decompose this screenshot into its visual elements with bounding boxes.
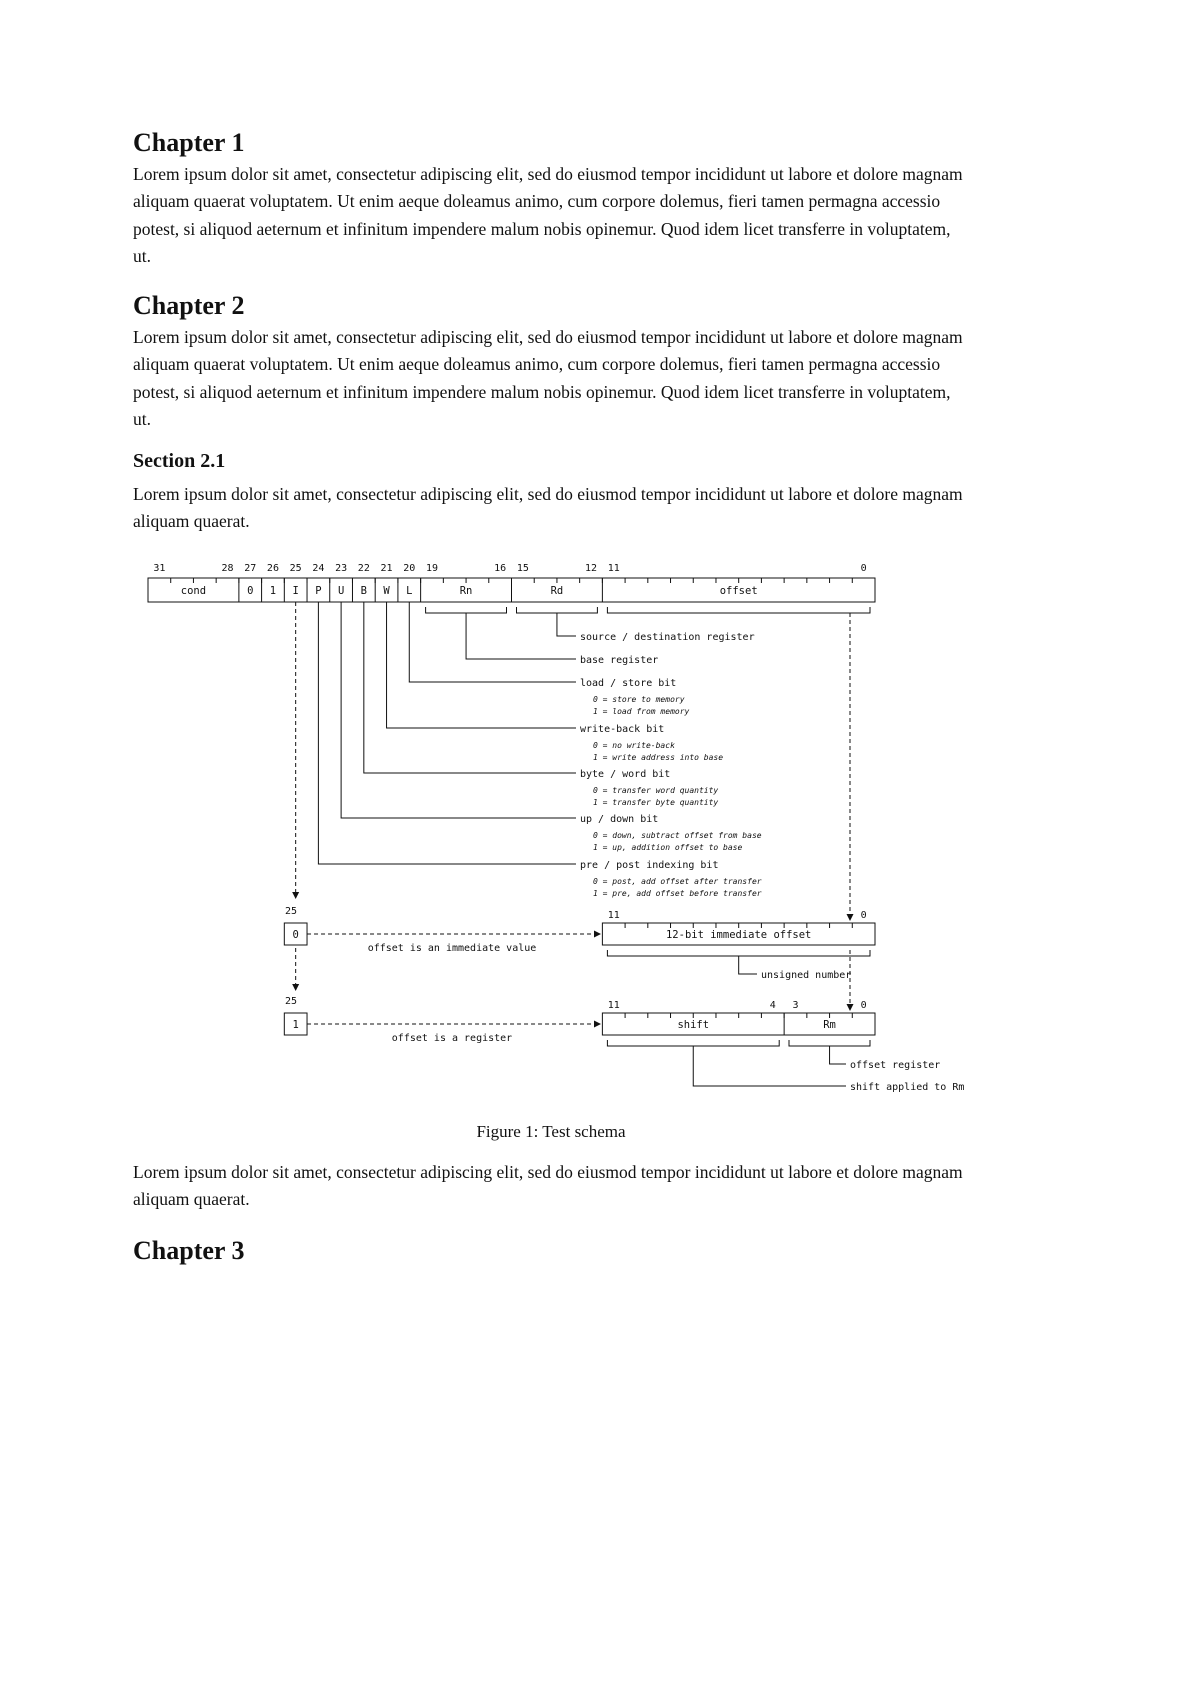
callout-byte-word: byte / word bit <box>580 769 670 780</box>
bit-label: 12 <box>585 563 597 574</box>
right-arrow-icon <box>594 1020 601 1028</box>
bit-label: 24 <box>312 563 324 574</box>
callout-lines <box>317 602 576 865</box>
field-L: L <box>406 585 412 597</box>
rm-field-label: Rm <box>823 1019 836 1031</box>
figure-caption: Figure 1: Test schema <box>476 1122 626 1141</box>
bit-label: 28 <box>221 563 233 574</box>
down-arrow-icon <box>846 1004 854 1011</box>
chapter-3-heading: Chapter 3 <box>133 1236 245 1265</box>
callout-up-down: up / down bit <box>580 814 658 825</box>
bit-label: 0 <box>861 563 867 574</box>
bit-label: 21 <box>381 563 393 574</box>
post-figure-paragraph: Lorem ipsum dolor sit amet, consectetur … <box>133 1162 963 1210</box>
offset-register-label: offset register <box>850 1060 940 1071</box>
field-B: B <box>361 585 367 597</box>
bit-label: 19 <box>426 563 438 574</box>
i-bit-dashed-connector-2 <box>292 948 300 991</box>
callout-up-down-sub1: 1 = up, addition offset to base <box>593 843 742 852</box>
imm-bit-ticks <box>624 923 853 928</box>
i-bit-dashed-connector <box>292 602 300 899</box>
section-2-1-heading: Section 2.1 <box>133 450 226 472</box>
callout-labels: source / destination register base regis… <box>580 632 762 898</box>
callout-byte-word-sub0: 0 = transfer word quantity <box>593 786 718 795</box>
bit25-value: 1 <box>293 1019 299 1031</box>
chapter-1-heading: Chapter 1 <box>133 128 245 157</box>
down-arrow-icon <box>846 914 854 921</box>
field-Rn: Rn <box>460 585 473 597</box>
field-W: W <box>383 585 390 597</box>
callout-load-store-sub0: 0 = store to memory <box>593 695 685 704</box>
field-I: I <box>293 585 299 597</box>
field-brackets <box>425 607 871 614</box>
callout-base-register: base register <box>580 655 658 666</box>
bit-label: 11 <box>608 563 620 574</box>
chapter-1-paragraph: Lorem ipsum dolor sit amet, consectetur … <box>133 164 963 267</box>
field-offset: offset <box>720 585 758 597</box>
bit-label: 20 <box>403 563 415 574</box>
bit25-label: 25 <box>285 906 297 917</box>
immediate-offset-row: 25 0 offset is an immediate value 11 0 1… <box>283 906 876 981</box>
field-bit26: 1 <box>270 585 276 597</box>
callout-byte-word-sub1: 1 = transfer byte quantity <box>593 798 718 807</box>
right-arrow-icon <box>594 930 601 938</box>
field-P: P <box>315 585 321 597</box>
reg-bit3-label: 3 <box>792 1000 798 1011</box>
bit-label: 25 <box>290 563 302 574</box>
callout-load-store-sub1: 1 = load from memory <box>593 707 690 716</box>
offset-dashed-connector-2 <box>846 950 854 1011</box>
bit-label: 22 <box>358 563 370 574</box>
section-2-1-paragraph: Lorem ipsum dolor sit amet, consectetur … <box>133 484 963 532</box>
callout-pre-post-sub1: 1 = pre, add offset before transfer <box>593 889 762 898</box>
offset-dashed-connector-1 <box>846 613 854 921</box>
callout-write-back-sub0: 0 = no write-back <box>593 741 675 750</box>
reg-bit4-label: 4 <box>770 1000 776 1011</box>
callout-write-back: write-back bit <box>580 724 664 735</box>
shift-field-label: shift <box>677 1019 709 1031</box>
bit-label: 15 <box>517 563 529 574</box>
immediate-connector-label: offset is an immediate value <box>368 943 537 954</box>
unsigned-number-label: unsigned number <box>761 970 851 981</box>
callout-up-down-sub0: 0 = down, subtract offset from base <box>593 831 762 840</box>
imm-bit11-label: 11 <box>608 910 620 921</box>
bit25-label: 25 <box>285 996 297 1007</box>
field-U: U <box>338 585 344 597</box>
field-bit27: 0 <box>247 585 253 597</box>
callout-write-back-sub1: 1 = write address into base <box>593 753 723 762</box>
bit-label: 26 <box>267 563 279 574</box>
bit25-value: 0 <box>293 929 299 941</box>
shift-applied-label: shift applied to Rm <box>850 1082 964 1093</box>
register-bit-numbers: 31 28 27 26 25 24 23 22 21 20 19 16 15 1… <box>153 563 866 574</box>
register-offset-row: 25 1 offset is a register 11 4 3 0 shift… <box>283 996 964 1093</box>
reg-bit11-label: 11 <box>608 1000 620 1011</box>
down-arrow-icon <box>292 984 300 991</box>
chapter-2-heading: Chapter 2 <box>133 291 245 320</box>
instruction-register-box: cond 0 1 I P U B W L Rn Rd offset <box>147 577 876 603</box>
callout-pre-post-sub0: 0 = post, add offset after transfer <box>593 877 762 886</box>
imm-bit0-label: 0 <box>861 910 867 921</box>
reg-bit0-label: 0 <box>861 1000 867 1011</box>
callout-load-store: load / store bit <box>580 678 676 689</box>
down-arrow-icon <box>292 892 300 899</box>
bit-label: 23 <box>335 563 347 574</box>
field-Rd: Rd <box>551 585 564 597</box>
field-cond: cond <box>181 585 206 597</box>
figure-diagram: 31 28 27 26 25 24 23 22 21 20 19 16 15 1… <box>147 563 964 1093</box>
register-connector-label: offset is a register <box>392 1033 512 1044</box>
chapter-2-paragraph: Lorem ipsum dolor sit amet, consectetur … <box>133 327 963 430</box>
reg-bit-ticks <box>624 1013 853 1018</box>
callout-source-dest: source / destination register <box>580 632 755 643</box>
bit-label: 27 <box>244 563 256 574</box>
bit-label: 31 <box>153 563 165 574</box>
bit-label: 16 <box>494 563 506 574</box>
immediate-box-label: 12-bit immediate offset <box>666 929 811 941</box>
callout-pre-post: pre / post indexing bit <box>580 860 718 871</box>
